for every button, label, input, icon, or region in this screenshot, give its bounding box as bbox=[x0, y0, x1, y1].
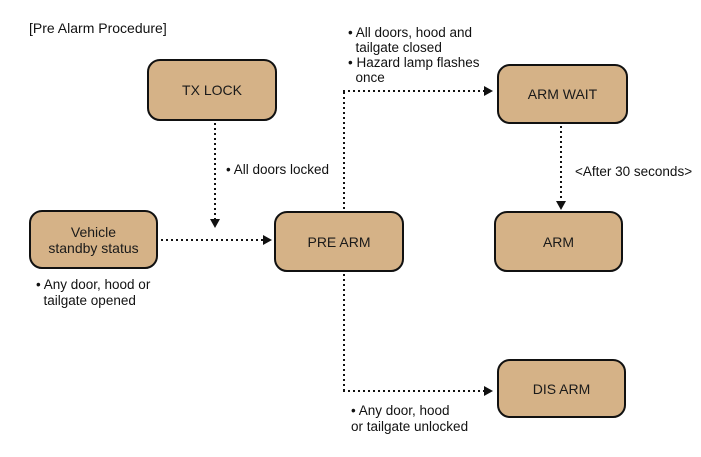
connector-vehicle-prearm-arrowhead bbox=[263, 235, 272, 245]
note-all-doors-locked: • All doors locked bbox=[226, 162, 330, 177]
connector-vehicle-prearm-line bbox=[161, 239, 263, 241]
connector-prearm-armwait-arrowhead bbox=[484, 86, 493, 96]
connector-armwait-arm-line bbox=[560, 126, 562, 201]
node-arm-wait: ARM WAIT bbox=[497, 64, 628, 124]
note-any-door-opened: • Any door, hood or tailgate opened bbox=[36, 277, 151, 308]
connector-prearm-armwait-vline bbox=[343, 92, 345, 211]
node-pre-arm-label: PRE ARM bbox=[307, 233, 371, 250]
connector-txlock-down-line bbox=[214, 123, 216, 219]
node-arm: ARM bbox=[494, 211, 623, 272]
node-tx-lock-label: TX LOCK bbox=[182, 82, 242, 98]
diagram-title: [Pre Alarm Procedure] bbox=[29, 20, 167, 36]
note-arm-wait-conditions: • All doors, hood and tailgate closed • … bbox=[348, 25, 480, 85]
node-pre-arm: PRE ARM bbox=[274, 211, 404, 272]
node-arm-label: ARM bbox=[542, 233, 575, 250]
connector-prearm-disarm-vline bbox=[343, 274, 345, 392]
connector-prearm-armwait-hline bbox=[343, 90, 484, 92]
connector-prearm-disarm-hline bbox=[343, 390, 484, 392]
node-dis-arm-label: DIS ARM bbox=[532, 380, 591, 397]
connector-txlock-down-arrowhead bbox=[210, 219, 220, 228]
node-tx-lock: TX LOCK bbox=[147, 59, 277, 121]
connector-armwait-arm-arrowhead bbox=[556, 201, 566, 210]
connector-prearm-disarm-arrowhead bbox=[484, 386, 493, 396]
node-vehicle-standby: Vehicle standby status bbox=[29, 210, 158, 269]
note-any-door-unlocked: • Any door, hood or tailgate unlocked bbox=[351, 403, 469, 434]
node-arm-wait-label: ARM WAIT bbox=[527, 86, 598, 102]
note-after-30-seconds: <After 30 seconds> bbox=[575, 164, 693, 179]
node-dis-arm: DIS ARM bbox=[497, 359, 626, 418]
node-vehicle-standby-label: Vehicle standby status bbox=[48, 223, 139, 256]
